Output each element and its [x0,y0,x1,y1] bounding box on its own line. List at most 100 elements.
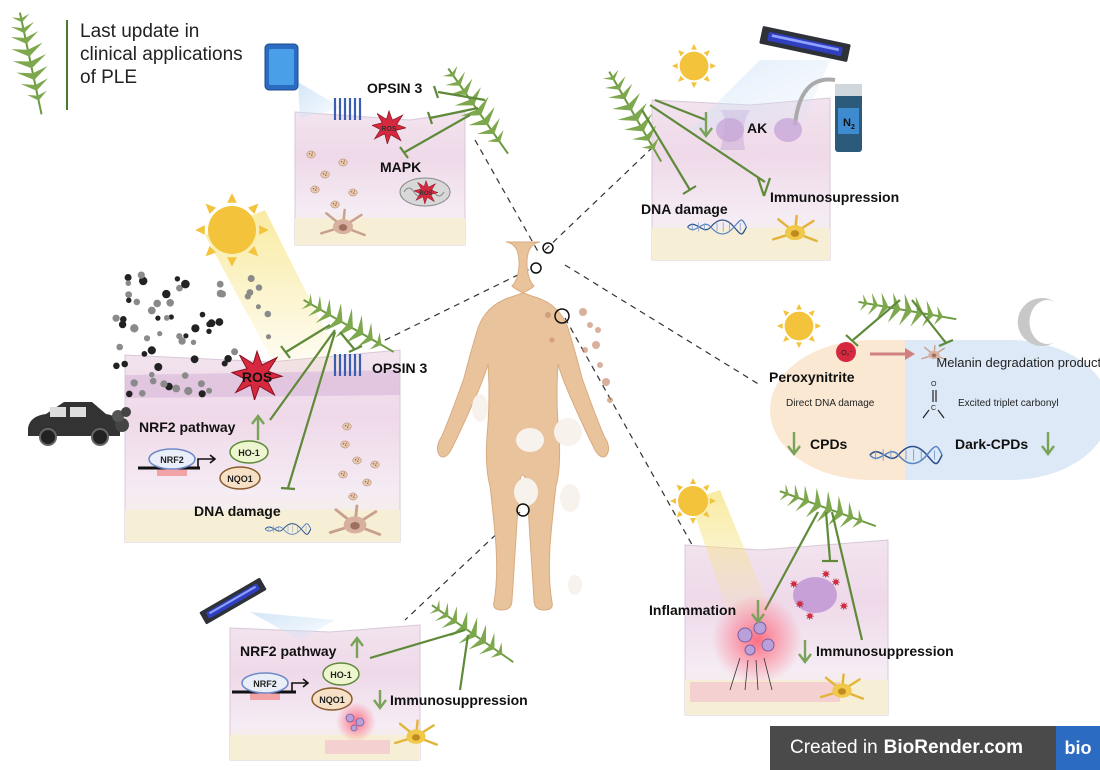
biorender-badge[interactable]: Created in BioRender.com bio [770,726,1100,770]
pollution-particle [121,360,128,368]
svg-text:Melanin degradation products: Melanin degradation products [936,355,1100,370]
pollution-particle [149,371,155,378]
pollution-particle [162,289,171,299]
svg-text:DNA damage: DNA damage [194,503,281,519]
magnifier-face-icon [530,262,542,274]
pollution-particles [112,271,272,398]
pollution-particle [247,275,255,282]
pollution-particle [207,319,216,328]
pollution-particle [183,333,189,339]
svg-text:AK: AK [747,120,767,136]
pollution-particle [206,387,213,394]
pollution-particle [130,324,139,333]
pollution-particle [231,348,239,356]
pollution-particle [176,284,183,292]
nitrogen-tank-icon [793,77,862,152]
pollution-particle [190,339,197,345]
svg-text:NRF2: NRF2 [160,455,184,465]
svg-text:DNA damage: DNA damage [641,201,728,217]
pollution-particle [255,284,263,291]
pollution-particle [255,304,261,310]
svg-text:Inflammation: Inflammation [649,602,736,618]
svg-text:ROS: ROS [419,191,432,197]
svg-text:·O₂⁻: ·O₂⁻ [839,350,853,357]
pollution-particle [143,335,151,342]
pollution-particle [147,306,156,315]
nqo1-bubble-left [219,466,261,490]
fern-right-icon [854,284,961,337]
pollution-particle [216,289,225,298]
svg-text:ROS: ROS [381,126,397,133]
pollution-particle [184,386,193,396]
pollution-particle [221,360,228,367]
svg-text:Immunosuppression: Immunosuppression [390,692,528,708]
pollution-particle [206,328,212,334]
pollution-particle [198,390,206,398]
nrf2-gene-left [138,448,217,476]
pollution-particle [130,379,138,387]
svg-text:HO-1: HO-1 [330,670,352,680]
pollution-particle [244,293,251,300]
pollution-particle [149,377,157,385]
svg-text:Immunosuppression: Immunosuppression [816,643,954,659]
pollution-particle [154,363,163,371]
opsin-receptor-top-icon [333,98,362,120]
pollution-particle [166,299,174,307]
panel-bottom-right-inflammation: Inflammation Immunosuppression [649,474,954,716]
pollution-particle [139,390,146,397]
superoxide-icon [836,342,856,362]
panel-top-opsin: ROS ROS OPSIN 3 MAPK [264,43,524,246]
svg-text:Direct DNA damage: Direct DNA damage [786,398,875,409]
pollution-particle [197,380,205,388]
pollution-particle [112,314,120,322]
pollution-particle [176,333,183,340]
svg-text:Dark-CPDs: Dark-CPDs [955,436,1028,452]
pollution-particle [137,271,145,279]
svg-text:O: O [931,381,937,388]
svg-text:NQO1: NQO1 [227,474,253,484]
pollution-particle [264,310,272,318]
pollution-particle [118,320,127,329]
pollution-particle [163,315,170,321]
panel-left-ros: ROS OPSIN 3 NRF2 pathway NRF2 [28,193,427,543]
uv-lamp-top-icon [759,25,851,63]
pollution-particle [191,324,200,333]
opsin-receptor-left-icon [333,354,362,376]
uv-lamp-bottom-icon [199,577,267,625]
pollution-particle [120,316,127,323]
magnifier-chest-icon [554,308,570,324]
pollution-particle [139,276,148,286]
svg-text:C: C [931,405,936,412]
pollution-particle [190,355,199,364]
svg-text:OPSIN 3: OPSIN 3 [372,360,427,376]
svg-text:MAPK: MAPK [380,159,421,175]
badge-brand: BioRender.com [883,737,1024,758]
sun-top-right-icon [671,43,717,89]
svg-text:Excited triplet carbonyl: Excited triplet carbonyl [958,398,1059,409]
pollution-particle [265,334,272,340]
pollution-particle [174,276,181,282]
nqo1-bubble-bottom [311,687,353,711]
svg-text:N: N [843,117,851,129]
magnifier-knee-icon [516,503,530,517]
inflammation-glow [712,595,802,685]
sun-right-icon [776,303,822,349]
svg-text:Immunosupression: Immunosupression [770,189,899,205]
svg-text:2: 2 [851,124,855,131]
pollution-particle [126,297,132,303]
svg-text:NRF2: NRF2 [253,679,277,689]
svg-text:NRF2 pathway: NRF2 pathway [139,419,236,435]
ho1-bubble-left [229,440,269,464]
pollution-particle [141,351,148,357]
pollution-particle [126,390,133,398]
pollution-particle [160,380,168,388]
pollution-particle [133,298,141,306]
svg-text:ROS: ROS [242,369,272,385]
pollution-particle [199,311,206,318]
svg-text:CPDs: CPDs [810,436,848,452]
human-body [436,241,613,611]
svg-text:OPSIN 3: OPSIN 3 [367,80,422,96]
panel-top-right-ak: N 2 AK DNA damage Immunosupression [593,25,899,261]
badge-prefix: Created in [790,737,878,758]
